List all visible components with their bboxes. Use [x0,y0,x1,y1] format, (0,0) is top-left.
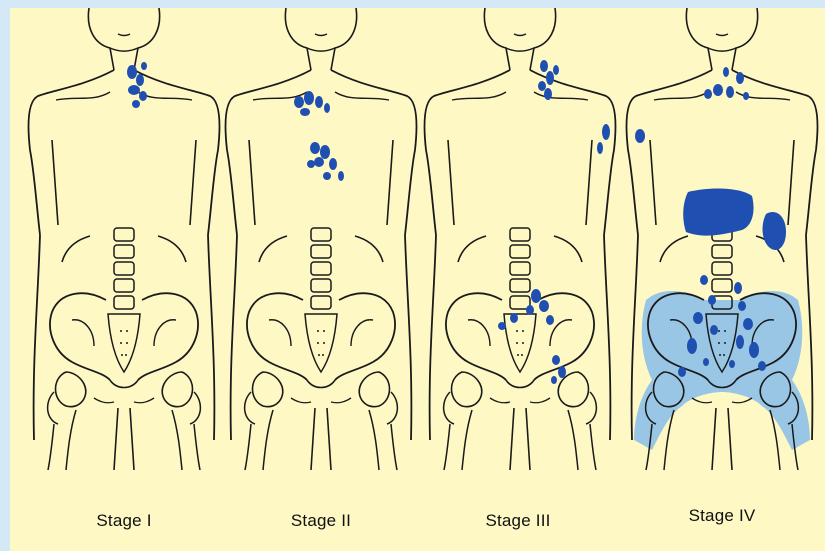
figure-stage-2 [225,8,416,470]
stage-1-label: Stage I [44,511,204,531]
stage-2-label: Stage II [241,511,401,531]
lymph-nodes-stage-2 [294,91,344,181]
bone-marrow-fill [634,291,810,450]
stage-3-label: Stage III [438,511,598,531]
spleen-shape [763,212,786,250]
lymph-nodes-stage-1 [127,62,147,108]
stage-4-label: Stage IV [642,506,802,526]
figure-stage-1 [28,8,219,470]
liver-shape [683,189,753,236]
figure-stage-4 [626,8,817,470]
figure-stage-3 [424,8,615,470]
